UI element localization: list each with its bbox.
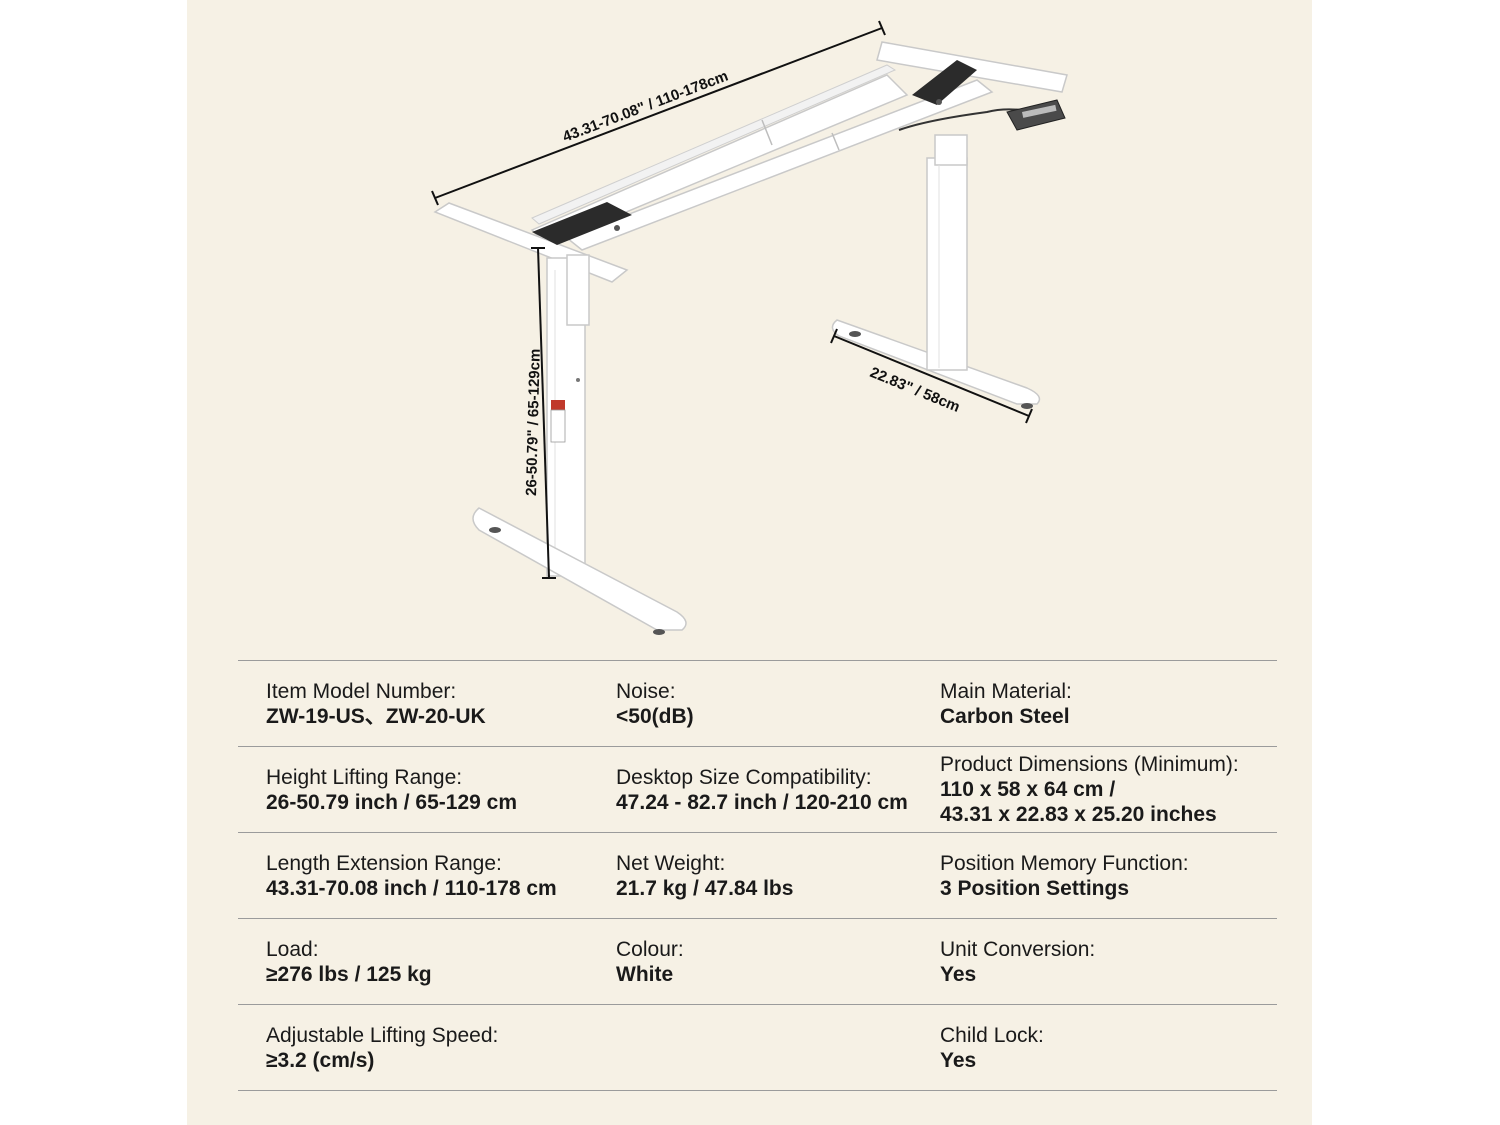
length-dimension-label: 43.31-70.08" / 110-178cm	[560, 67, 730, 145]
spec-value: 3 Position Settings	[940, 876, 1130, 900]
spec-label: Child Lock:	[940, 1023, 1044, 1047]
spec-label: Desktop Size Compatibility:	[616, 765, 872, 789]
desk-frame-illustration: 43.31-70.08" / 110-178cm 26-50.79" / 65-…	[187, 0, 1312, 660]
spec-label: Position Memory Function:	[940, 851, 1189, 875]
spec-value: Carbon Steel	[940, 704, 1070, 728]
spec-cell: Adjustable Lifting Speed:≥3.2 (cm/s)	[266, 1005, 596, 1090]
spec-row: Height Lifting Range:26-50.79 inch / 65-…	[238, 746, 1277, 832]
spec-value: ≥276 lbs / 125 kg	[266, 962, 432, 986]
spec-cell: Load:≥276 lbs / 125 kg	[266, 919, 596, 1004]
spec-value: <50(dB)	[616, 704, 694, 728]
spec-label: Length Extension Range:	[266, 851, 502, 875]
spec-label: Product Dimensions (Minimum):	[940, 753, 1239, 776]
spec-value: 47.24 - 82.7 inch / 120-210 cm	[616, 790, 908, 814]
spec-label: Item Model Number:	[266, 679, 457, 703]
spec-value: 43.31-70.08 inch / 110-178 cm	[266, 876, 557, 900]
spec-cell: Position Memory Function:3 Position Sett…	[940, 833, 1277, 918]
spec-value: 21.7 kg / 47.84 lbs	[616, 876, 794, 900]
back-leg	[926, 134, 968, 371]
spec-cell: Length Extension Range:43.31-70.08 inch …	[266, 833, 596, 918]
spec-row: Length Extension Range:43.31-70.08 inch …	[238, 832, 1277, 918]
spec-cell	[616, 1005, 936, 1090]
spec-value: White	[616, 962, 674, 986]
spec-cell: Noise:<50(dB)	[616, 661, 936, 746]
spec-label: Unit Conversion:	[940, 937, 1096, 961]
front-foot	[472, 507, 687, 635]
spec-label: Noise:	[616, 679, 676, 703]
spec-cell: Colour:White	[616, 919, 936, 1004]
spec-cell: Unit Conversion:Yes	[940, 919, 1277, 1004]
spec-cell: Child Lock:Yes	[940, 1005, 1277, 1090]
spec-label: Load:	[266, 937, 319, 961]
front-leg	[546, 254, 590, 577]
spec-label: Main Material:	[940, 679, 1072, 703]
spec-value: 26-50.79 inch / 65-129 cm	[266, 790, 517, 814]
product-panel: 43.31-70.08" / 110-178cm 26-50.79" / 65-…	[187, 0, 1312, 1125]
spec-cell: Net Weight:21.7 kg / 47.84 lbs	[616, 833, 936, 918]
spec-label: Adjustable Lifting Speed:	[266, 1023, 499, 1047]
spec-value: Yes	[940, 1048, 977, 1072]
spec-row: Adjustable Lifting Speed:≥3.2 (cm/s) Chil…	[238, 1004, 1277, 1091]
spec-value: Yes	[940, 962, 977, 986]
spec-cell: Desktop Size Compatibility:47.24 - 82.7 …	[616, 747, 936, 832]
spec-value: ≥3.2 (cm/s)	[266, 1048, 375, 1072]
spec-cell: Height Lifting Range:26-50.79 inch / 65-…	[266, 747, 596, 832]
spec-label: Net Weight:	[616, 851, 726, 875]
spec-cell: Product Dimensions (Minimum):110 x 58 x …	[940, 747, 1277, 832]
control-panel	[898, 99, 1066, 131]
spec-label: Colour:	[616, 937, 684, 961]
height-dimension-label: 26-50.79" / 65-129cm	[523, 348, 544, 496]
height-dimension: 26-50.79" / 65-129cm	[523, 247, 556, 579]
spec-cell: Item Model Number:ZW-19-US、ZW-20-UK	[266, 661, 596, 746]
spec-label: Height Lifting Range:	[266, 765, 463, 789]
spec-cell: Main Material:Carbon Steel	[940, 661, 1277, 746]
spec-value: ZW-19-US、ZW-20-UK	[266, 704, 486, 728]
spec-value: 110 x 58 x 64 cm /	[940, 778, 1116, 801]
spec-value: 43.31 x 22.83 x 25.20 inches	[940, 803, 1217, 826]
